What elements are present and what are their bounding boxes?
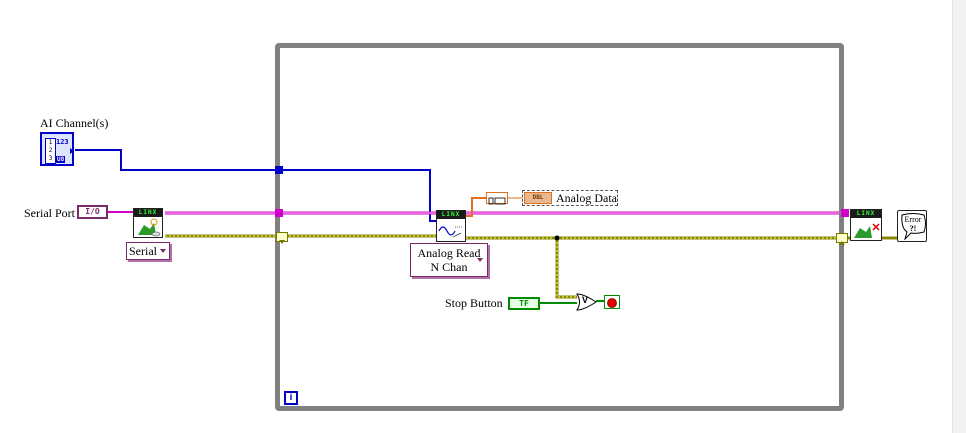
- loop-condition-terminal[interactable]: [604, 295, 620, 309]
- vertical-scrollbar[interactable]: [952, 0, 966, 433]
- connection-type-selector[interactable]: Serial: [126, 242, 170, 260]
- stop-button-control[interactable]: TF: [508, 297, 540, 310]
- analog-data-label: Analog Data: [556, 191, 617, 205]
- chevron-down-icon: [477, 258, 483, 262]
- ai-channels-label: AI Channel(s): [40, 116, 109, 130]
- serial-port-control[interactable]: I/O: [77, 205, 108, 219]
- ai-channels-array-control[interactable]: 1 2 3 123 U8: [40, 132, 74, 166]
- output-arrow-icon: [70, 148, 74, 154]
- chevron-up-icon: [839, 241, 845, 245]
- ai-channels-tunnel[interactable]: [275, 166, 283, 174]
- stop-icon: [607, 298, 617, 308]
- error-handler-line2: ?!: [909, 224, 917, 233]
- array-index-3: 3: [48, 155, 53, 162]
- analog-data-wire: [466, 197, 488, 217]
- error-status-wire-core: [556, 238, 577, 298]
- iteration-terminal[interactable]: i: [284, 391, 298, 405]
- analog-read-line2: N Chan: [430, 260, 468, 274]
- linx-band: LINX: [851, 210, 881, 218]
- or-function-symbol: V: [582, 295, 589, 305]
- connection-type-value: Serial: [129, 244, 157, 258]
- linx-close-icon: [854, 223, 880, 238]
- resource-tunnel-in[interactable]: [275, 209, 283, 217]
- serial-port-label: Serial Port: [24, 206, 75, 220]
- error-handler-text: Error ?!: [901, 215, 925, 233]
- chevron-down-icon: [160, 249, 166, 253]
- linx-band: LINX: [134, 209, 162, 217]
- linx-open-vi[interactable]: LINX: [133, 208, 163, 238]
- error-shift-register-left[interactable]: [276, 232, 288, 244]
- numeric-glyph: 123: [56, 138, 69, 146]
- analog-read-selector[interactable]: Analog Read N Chan: [410, 243, 488, 277]
- linx-open-icon: [138, 218, 161, 237]
- build-array-node[interactable]: [486, 192, 508, 205]
- array-index-2: 2: [48, 147, 53, 154]
- or-function-icon[interactable]: [576, 293, 598, 311]
- error-handler-line1: Error: [904, 215, 922, 224]
- array-index-1: 1: [48, 139, 53, 146]
- dbl-array-glyph: DBL: [524, 192, 552, 204]
- linx-close-vi[interactable]: LINX: [850, 209, 882, 241]
- u8-type-badge: U8: [56, 156, 66, 163]
- stop-button-label: Stop Button: [445, 296, 503, 310]
- linx-analog-read-vi[interactable]: LINX: [436, 210, 466, 242]
- wire-junction-dot: [554, 235, 560, 241]
- resource-tunnel-out[interactable]: [841, 209, 849, 217]
- chevron-down-icon: [279, 240, 285, 244]
- analog-wave-icon: [438, 226, 463, 238]
- analog-read-line1: Analog Read: [417, 246, 481, 260]
- array-node-icon: [488, 197, 506, 205]
- while-loop-frame[interactable]: [275, 43, 844, 411]
- analog-data-indicator[interactable]: DBL Analog Data: [522, 190, 618, 206]
- linx-band: LINX: [437, 211, 465, 219]
- speech-bubble-icon: [901, 213, 926, 240]
- array-index-box: 1 2 3: [45, 138, 56, 164]
- simple-error-handler[interactable]: Error ?!: [897, 210, 927, 242]
- error-shift-register-right[interactable]: [836, 233, 848, 245]
